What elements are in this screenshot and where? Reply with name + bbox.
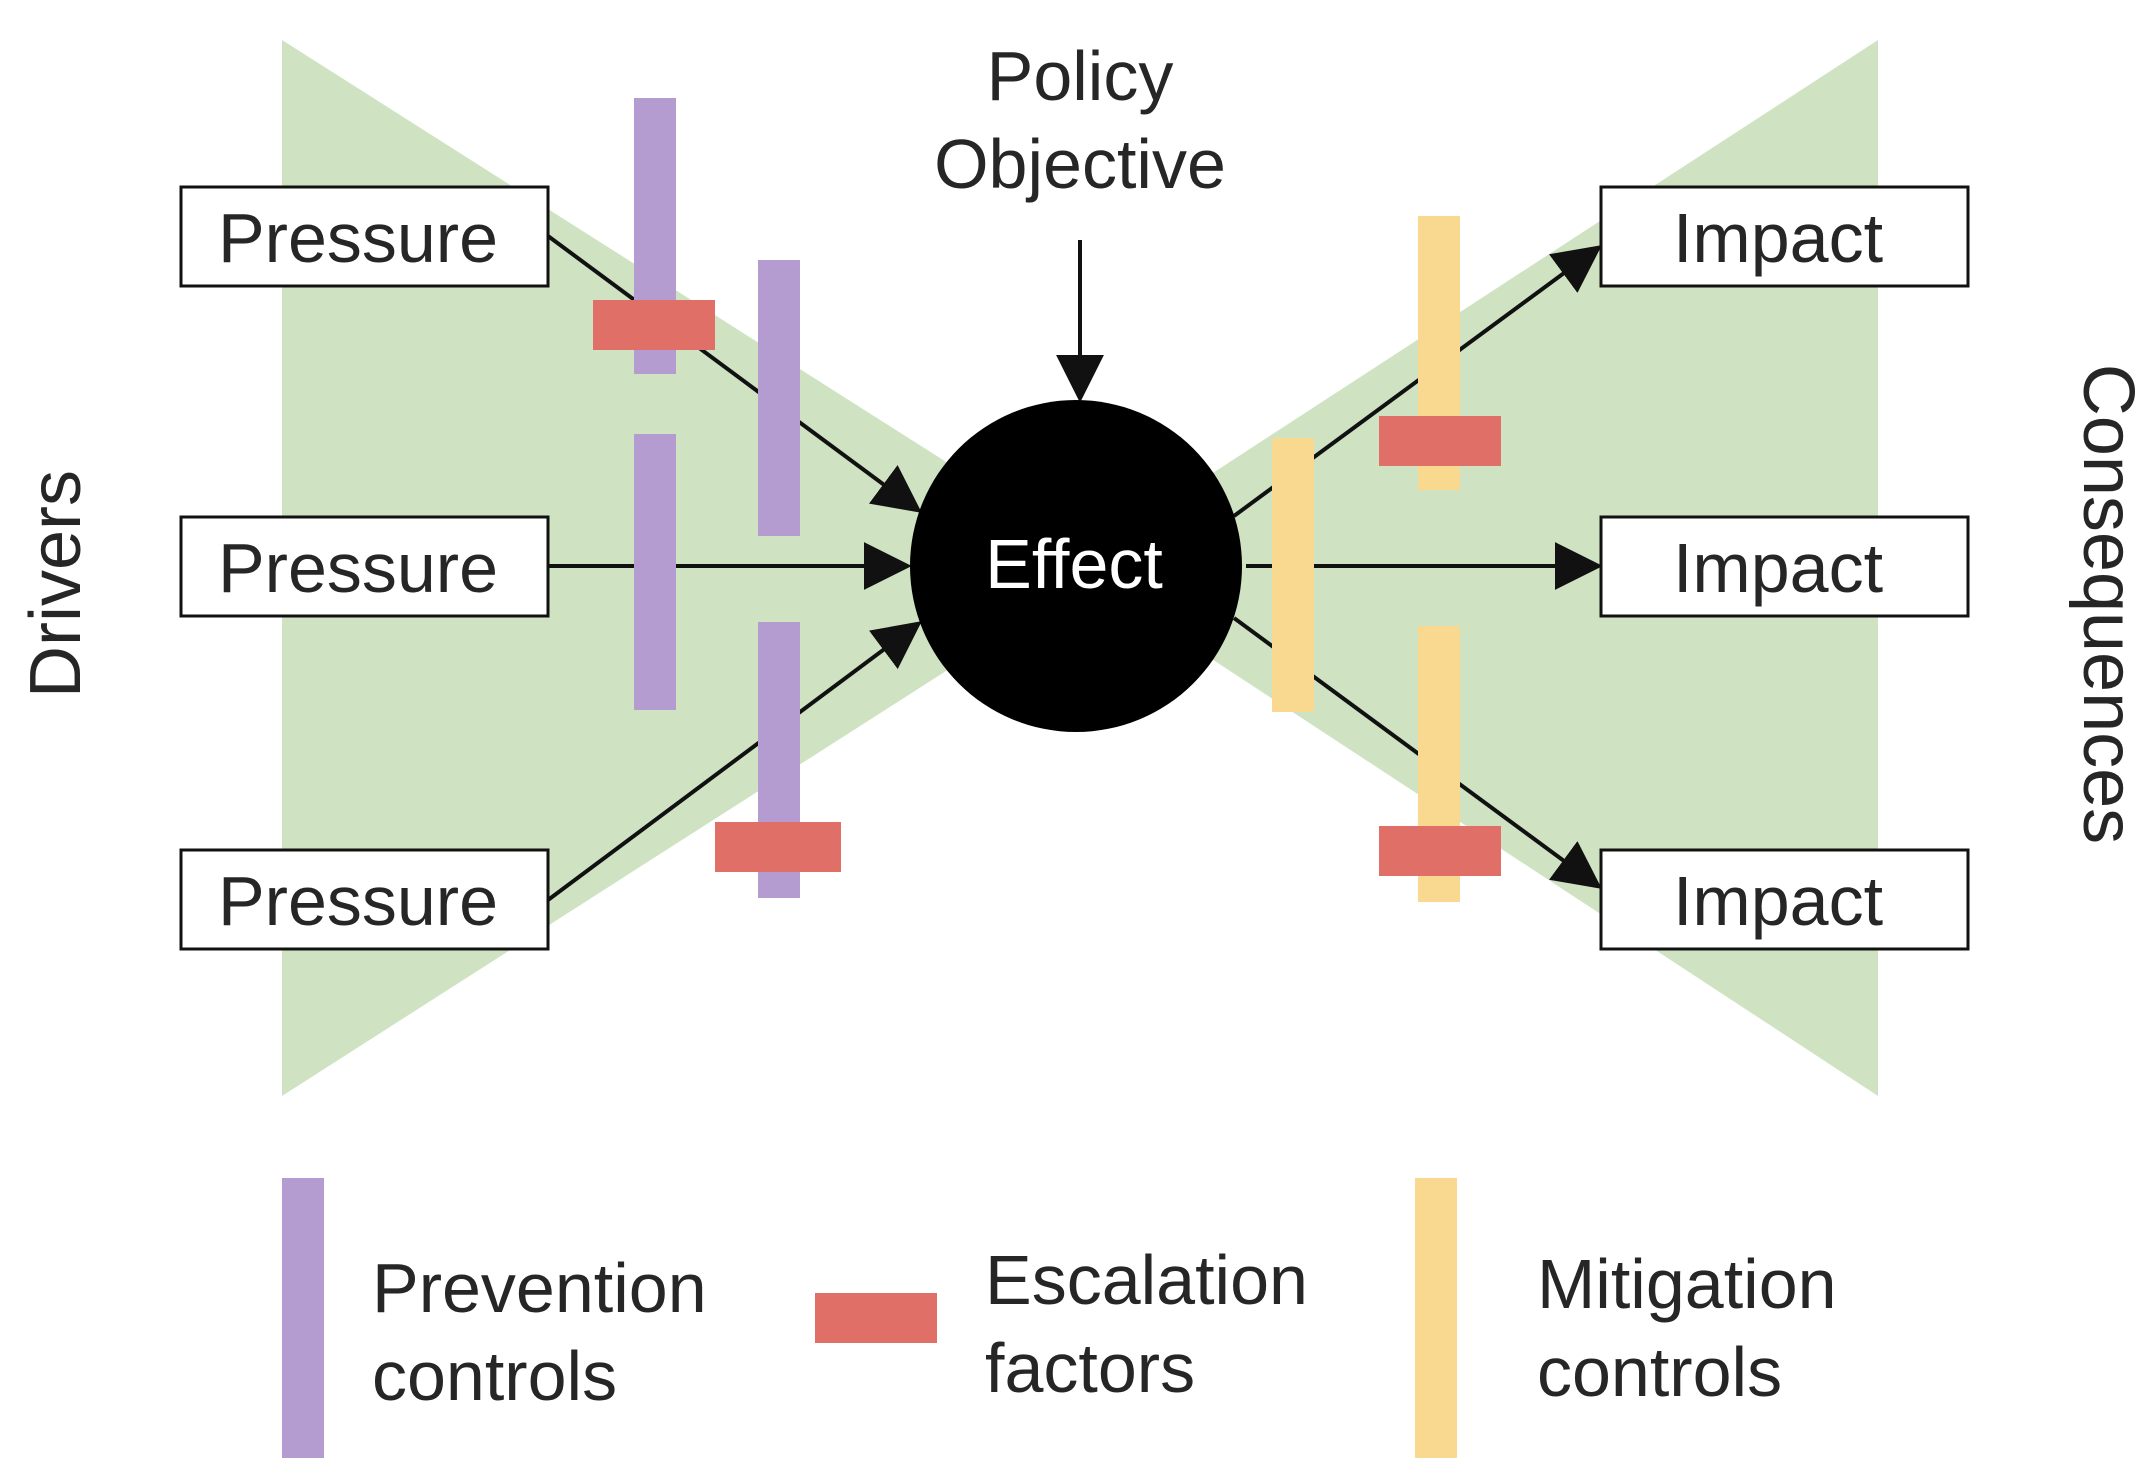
- arrow-pressure-1: [546, 234, 922, 513]
- drivers-label: Drivers: [16, 470, 96, 698]
- legend-mitigation-line-2: controls: [1537, 1333, 1782, 1411]
- impact-box: Impact: [1599, 848, 1970, 951]
- pressure-box: Pressure: [179, 185, 550, 288]
- pressure-box: Pressure: [179, 848, 550, 951]
- impact-box: Impact: [1599, 515, 1970, 618]
- pressure-label: Pressure: [218, 199, 498, 277]
- legend-mitigation-line-1: Mitigation: [1537, 1245, 1837, 1323]
- legend-escalation-line-2: factors: [985, 1329, 1195, 1407]
- legend-prevention-line-2: controls: [372, 1337, 617, 1415]
- effect-label: Effect: [985, 525, 1163, 603]
- escalation-factor-bar: [715, 822, 841, 872]
- arrow-pressure-3: [546, 621, 922, 902]
- legend-prevention-swatch: [282, 1178, 324, 1458]
- legend-prevention-line-1: Prevention: [372, 1249, 707, 1327]
- mitigation-control-bar: [1272, 438, 1314, 712]
- impact-label: Impact: [1673, 862, 1883, 940]
- policy-objective-line-2: Objective: [934, 125, 1226, 203]
- policy-objective-line-1: Policy: [987, 37, 1174, 115]
- impact-label: Impact: [1673, 199, 1883, 277]
- prevention-control-bar: [758, 260, 800, 536]
- legend-escalation-line-1: Escalation: [985, 1241, 1308, 1319]
- escalation-factor-bar: [1379, 416, 1501, 466]
- consequences-label: Consequences: [2068, 364, 2148, 844]
- escalation-factor-bar: [593, 300, 715, 350]
- prevention-control-bar: [634, 434, 676, 710]
- impact-label: Impact: [1673, 529, 1883, 607]
- pressure-label: Pressure: [218, 862, 498, 940]
- escalation-factor-bar: [1379, 826, 1501, 876]
- pressure-label: Pressure: [218, 529, 498, 607]
- pressure-box: Pressure: [179, 515, 550, 618]
- legend-escalation-swatch: [815, 1293, 937, 1343]
- effect-circle: [910, 400, 1242, 732]
- legend: Prevention controls Escalation factors M…: [282, 1178, 1837, 1458]
- impact-box: Impact: [1599, 185, 1970, 288]
- legend-mitigation-swatch: [1415, 1178, 1457, 1458]
